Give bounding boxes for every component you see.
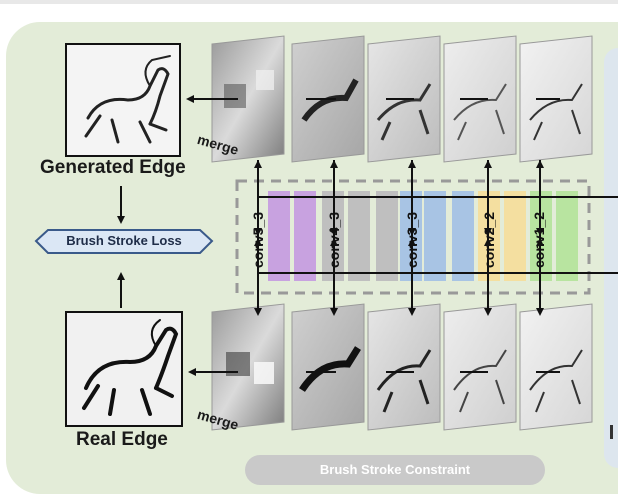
layer-label-conv4_3: conv4_3 bbox=[326, 211, 342, 268]
horse-sketch-icon bbox=[84, 55, 171, 144]
layer-label-conv1_2: conv1_2 bbox=[531, 211, 547, 268]
brush-stroke-loss-box bbox=[34, 229, 214, 254]
brush-stroke-constraint-label: Brush Stroke Constraint bbox=[319, 462, 471, 477]
layer-block bbox=[348, 191, 370, 281]
real-edge-label: Real Edge bbox=[76, 429, 168, 450]
top-strip bbox=[0, 0, 618, 4]
layer-block bbox=[556, 191, 578, 281]
layer-block bbox=[504, 191, 526, 281]
layer-block bbox=[268, 191, 290, 281]
layer-block bbox=[452, 191, 474, 281]
bottom-feature-maps bbox=[211, 303, 593, 431]
layer-blocks bbox=[268, 191, 578, 281]
brush-stroke-loss-label: Brush Stroke Loss bbox=[66, 233, 182, 248]
layer-block bbox=[424, 191, 446, 281]
right-panel bbox=[604, 48, 618, 468]
layer-block bbox=[294, 191, 316, 281]
constraint-pill bbox=[245, 455, 545, 485]
generated-edge-image bbox=[65, 43, 181, 157]
right-edge-mark bbox=[610, 425, 613, 439]
merge-connectors bbox=[306, 98, 560, 373]
layer-connector-arrows bbox=[254, 160, 544, 316]
generated-edge-label: Generated Edge bbox=[40, 157, 186, 178]
feature-map-conv5-gen bbox=[211, 35, 285, 163]
layer-label-conv5_3: conv5_3 bbox=[250, 211, 266, 268]
real-edge-image bbox=[65, 311, 183, 427]
horse-sketch-icon bbox=[82, 319, 179, 416]
layer-label-conv2_2: conv2_2 bbox=[481, 211, 497, 268]
layer-label-conv3_3: conv3_3 bbox=[404, 211, 420, 268]
layer-block bbox=[376, 191, 398, 281]
